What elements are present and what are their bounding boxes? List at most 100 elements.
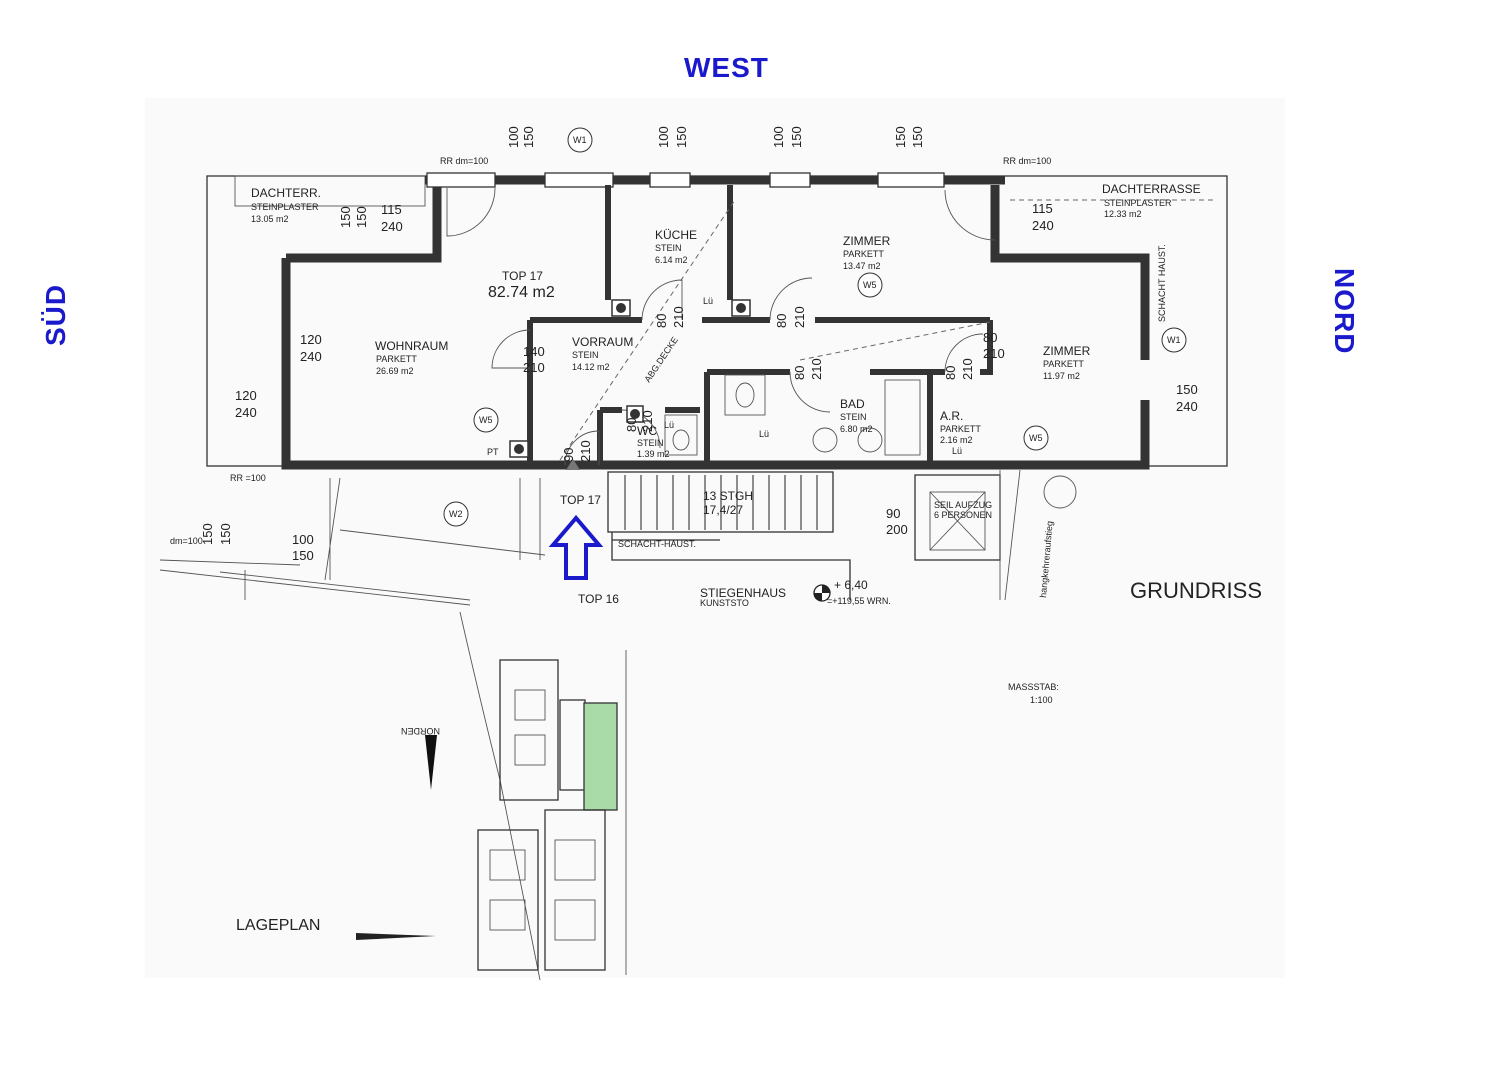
interior-walls bbox=[527, 185, 993, 465]
dim-label: 120 bbox=[300, 332, 322, 347]
room-area: 12.33 m2 bbox=[1104, 209, 1142, 219]
window-tag-w5: W5 bbox=[1023, 425, 1049, 451]
dim-label: 150 bbox=[910, 126, 925, 148]
room-name: WC bbox=[637, 424, 657, 438]
dim-label: 80 bbox=[943, 366, 958, 380]
dim-label: 150 bbox=[218, 523, 233, 545]
dim-label: 240 bbox=[1032, 218, 1054, 233]
dim-label: 90 bbox=[886, 506, 900, 521]
room-name: KÜCHE bbox=[655, 228, 697, 242]
windows-top bbox=[426, 172, 945, 188]
hang-label: hangkehreraufstieg bbox=[1038, 521, 1055, 599]
room-area: 6.14 m2 bbox=[655, 255, 688, 265]
lift-label: SEIL AUFZUG bbox=[934, 500, 992, 510]
dim-label: 210 bbox=[578, 440, 593, 462]
staircase bbox=[607, 471, 851, 600]
site-plan bbox=[459, 611, 627, 981]
dim-label: 80 bbox=[654, 314, 669, 328]
room-name: VORRAUM bbox=[572, 335, 633, 349]
room-area: 13.47 m2 bbox=[843, 261, 881, 271]
door-swings bbox=[446, 187, 996, 466]
lift-shaft bbox=[914, 469, 1021, 601]
room-floor: STEIN bbox=[637, 438, 664, 448]
dim-label: 150 bbox=[674, 126, 689, 148]
window-tag-w5: W5 bbox=[857, 272, 883, 298]
room-name: BAD bbox=[840, 397, 865, 411]
lageplan-arrow-icon bbox=[356, 933, 436, 940]
room-area: 1.39 m2 bbox=[637, 449, 670, 459]
dim-label: 210 bbox=[671, 306, 686, 328]
dim-label: 80 bbox=[774, 314, 789, 328]
dim-label: 150 bbox=[1176, 382, 1198, 397]
room-name: DACHTERR. bbox=[251, 186, 321, 200]
schacht-label: SCHACHT HAUST. bbox=[1157, 244, 1167, 322]
room-floor: STEINPLASTER bbox=[1104, 198, 1172, 208]
level-label: + 6,40 bbox=[834, 578, 868, 592]
rr-label: RR dm=100 bbox=[440, 156, 488, 166]
lue-label: Lü bbox=[759, 429, 769, 439]
window-tag-w5: W5 bbox=[473, 407, 499, 433]
room-floor: PARKETT bbox=[1043, 359, 1084, 369]
svg-text:W5: W5 bbox=[1029, 433, 1043, 443]
dim-label: 150 bbox=[200, 523, 215, 545]
dim-label: 100 bbox=[656, 126, 671, 148]
dim-label: 100 bbox=[292, 532, 314, 547]
scale-value: 1:100 bbox=[1030, 695, 1053, 705]
room-area: 26.69 m2 bbox=[376, 366, 414, 376]
svg-text:W2: W2 bbox=[449, 509, 463, 519]
dim-label: 150 bbox=[521, 126, 536, 148]
pt-label: PT bbox=[487, 447, 499, 457]
kunststoff-label: KUNSTSTO bbox=[700, 598, 749, 608]
dim-label: 115 bbox=[1032, 201, 1053, 216]
dim-label: 240 bbox=[300, 349, 322, 364]
dm-label: dm=100 bbox=[170, 536, 203, 546]
dim-label: 115 bbox=[381, 202, 402, 217]
window-tag-w2: W2 bbox=[443, 501, 469, 527]
dim-label: 240 bbox=[235, 405, 257, 420]
room-floor: PARKETT bbox=[940, 424, 981, 434]
lue-label: Lü bbox=[703, 296, 713, 306]
window-tag-w1: W1 bbox=[567, 127, 593, 153]
dim-label: 210 bbox=[809, 358, 824, 380]
room-floor: STEIN bbox=[572, 350, 599, 360]
entry-arrow-icon bbox=[548, 514, 604, 580]
lageplan-title: LAGEPLAN bbox=[236, 917, 320, 934]
room-area: 11.97 m2 bbox=[1043, 371, 1080, 381]
dim-label: 80 bbox=[624, 418, 639, 432]
room-floor: STEINPLASTER bbox=[251, 202, 319, 212]
north-label: NORDEN bbox=[401, 726, 440, 736]
north-needle-icon bbox=[425, 735, 437, 790]
stairs-label: 13 STGH bbox=[703, 489, 753, 503]
room-area: 2.16 m2 bbox=[940, 435, 973, 445]
unit-area: 82.74 m2 bbox=[488, 284, 555, 301]
annotations: RR dm=100 RR dm=100 RR =100 dm=100 115 2… bbox=[170, 126, 1262, 934]
room-floor: STEIN bbox=[840, 412, 867, 422]
rr-label: RR =100 bbox=[230, 473, 266, 483]
level-marker-icon bbox=[813, 584, 831, 602]
svg-text:W1: W1 bbox=[573, 135, 587, 145]
dim-label: 80 bbox=[792, 366, 807, 380]
lue-label: Lü bbox=[952, 446, 962, 456]
stairs-ratio: 17,4/27 bbox=[703, 503, 743, 517]
room-labels: DACHTERR. STEINPLASTER 13.05 m2 DACHTERR… bbox=[251, 182, 1201, 459]
dim-label: 150 bbox=[354, 206, 369, 228]
grundriss-title: GRUNDRISS bbox=[1130, 578, 1262, 603]
compass-west: WEST bbox=[684, 52, 769, 83]
top16-label: TOP 16 bbox=[578, 592, 619, 606]
dim-label: 150 bbox=[893, 126, 908, 148]
window-tags: W1 W5 W5 W5 W1 W2 bbox=[443, 127, 1187, 527]
dim-label: 150 bbox=[292, 548, 314, 563]
dim-label: 90 bbox=[561, 448, 576, 462]
room-name: ZIMMER bbox=[843, 234, 891, 248]
unit-name: TOP 17 bbox=[502, 269, 543, 283]
abg-decke-label: ABG.DECKE bbox=[642, 335, 680, 384]
entry-path bbox=[159, 475, 1077, 606]
dim-label: 150 bbox=[789, 126, 804, 148]
entry-label: TOP 17 bbox=[560, 493, 601, 507]
dim-label: 120 bbox=[235, 388, 257, 403]
dim-label: 100 bbox=[771, 126, 786, 148]
dim-label: 210 bbox=[792, 306, 807, 328]
window-tag-w1: W1 bbox=[1161, 327, 1187, 353]
room-floor: STEIN bbox=[655, 243, 682, 253]
